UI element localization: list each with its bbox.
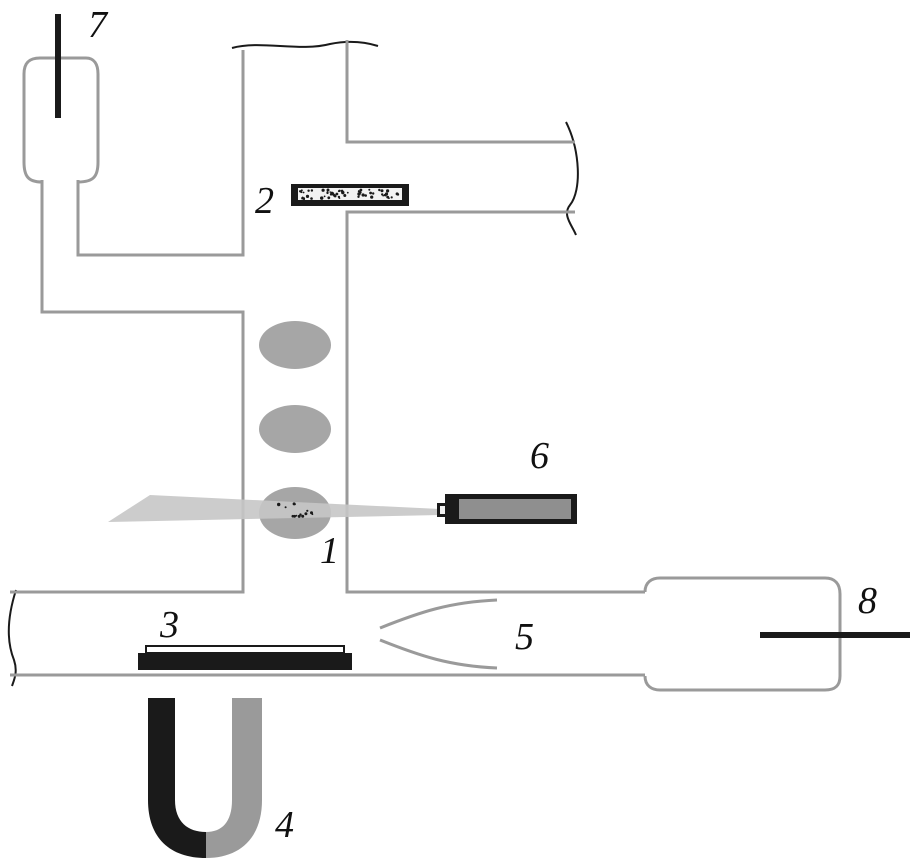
label-5: 5 [515, 616, 534, 658]
speckle-dot [326, 188, 330, 192]
speckle-dot [386, 189, 390, 193]
speckle-dot [364, 194, 368, 197]
label-8: 8 [858, 580, 877, 622]
speckle-dot [346, 191, 349, 194]
electrode-reservoir-7 [22, 56, 100, 184]
speckle-dot [341, 190, 345, 195]
speckle-dot [368, 188, 371, 191]
label-4: 4 [275, 804, 294, 846]
speckle-dot [384, 192, 389, 196]
speckle-dot [277, 502, 281, 507]
speckle-dot [301, 196, 304, 200]
speckle-dot [358, 191, 362, 194]
speckle-dot [337, 195, 341, 199]
speckle-dot [307, 189, 310, 192]
nozzle-5-lower [379, 638, 498, 670]
side-tube-break-line [565, 121, 579, 236]
speckle-dot [380, 189, 384, 193]
laser-6-aperture-inner [440, 506, 445, 514]
speckle-dot [369, 191, 372, 195]
speckle-dot [326, 191, 329, 194]
label-2: 2 [255, 180, 274, 222]
speckle-dot [310, 197, 313, 200]
substrate-3-top [145, 645, 345, 654]
speckle-dot [306, 509, 309, 512]
speckle-dot [321, 188, 325, 192]
speckle-dot [323, 195, 326, 198]
speckle-dot [335, 192, 339, 196]
speckle-dot [372, 192, 375, 195]
speckle-dot [330, 191, 334, 195]
speckle-dot [343, 194, 347, 197]
label-3: 3 [160, 604, 179, 646]
laser-6-body-inner [459, 499, 571, 519]
speckle-dot [304, 512, 308, 516]
speckle-dot [390, 196, 393, 199]
vertical-tube-left-wall [76, 50, 245, 257]
nozzle-5-upper [379, 598, 498, 630]
speckle-dot [297, 514, 301, 518]
speckle-dot [386, 195, 390, 199]
magnet-4-left-half [148, 698, 206, 858]
speckle-dot [293, 514, 296, 518]
speckle-dot [300, 191, 303, 194]
speckle-dot [294, 503, 296, 506]
speckle-dot [381, 193, 384, 196]
label-6: 6 [530, 435, 549, 477]
speckle-dot [396, 193, 400, 196]
speckle-dot [357, 195, 360, 198]
speckle-dot [300, 189, 303, 192]
label-1: 1 [320, 530, 339, 572]
droplet-middle [259, 405, 331, 453]
speckle-dot [310, 189, 314, 192]
substrate-3 [138, 653, 352, 670]
speckle-dot [320, 197, 323, 200]
speckle-dot [378, 188, 381, 192]
speckle-dot [327, 196, 331, 200]
speckle-dot [359, 188, 363, 192]
droplet-particles [277, 502, 314, 518]
speckle-dot [337, 190, 340, 193]
top-break-line [231, 40, 379, 49]
speckle-dot [305, 194, 310, 198]
speckle-dot [370, 195, 374, 199]
speckle-dot [382, 194, 385, 197]
speckle-dot [302, 191, 305, 194]
vertical-tube-right-wall-top [345, 40, 575, 144]
speckle-dot [361, 193, 365, 197]
label-7: 7 [88, 4, 107, 46]
droplet-upper [259, 321, 331, 369]
speckle-dot [301, 514, 305, 518]
branch-left-wall [10, 180, 245, 594]
vertical-tube-right-wall [345, 210, 645, 594]
magnet-4-right-half [206, 698, 262, 858]
speckle-dot [310, 511, 313, 515]
laser-beam [108, 495, 440, 522]
horizontal-tube-break-line [7, 589, 17, 687]
sample-holder-2-particles [299, 188, 400, 201]
speckle-dot [284, 506, 287, 509]
